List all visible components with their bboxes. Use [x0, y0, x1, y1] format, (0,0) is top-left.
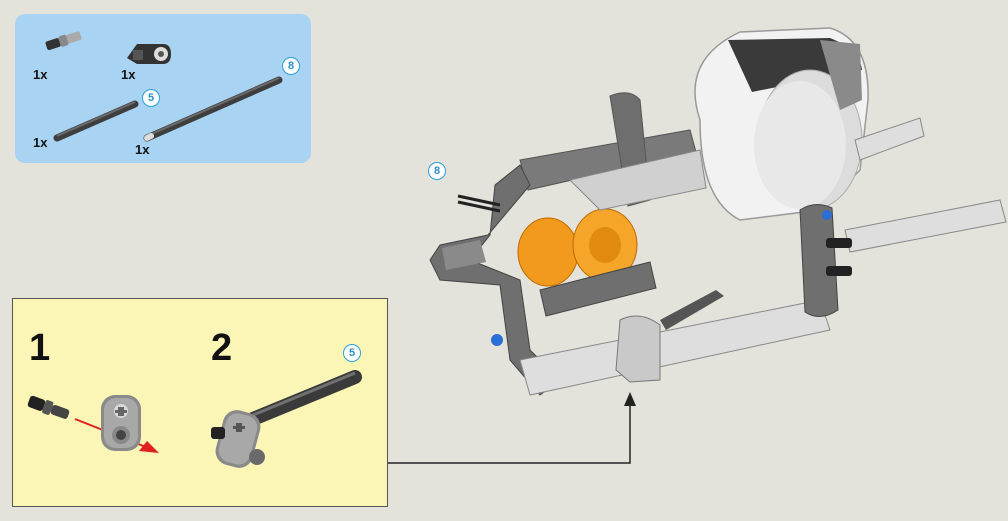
- substep-number-2: 2: [211, 327, 233, 369]
- parts-list-panel: 1x 1x 1x 1x 5 8: [15, 14, 311, 163]
- axle-length-badge-5: 5: [142, 89, 160, 107]
- beam-middle: [539, 149, 707, 317]
- axle-length-badge-8: 8: [428, 162, 446, 180]
- part-qty-axle-5: 1x: [33, 135, 48, 150]
- assembled-axle-block: [211, 370, 362, 468]
- part-qty-cross-block: 1x: [121, 67, 136, 82]
- cross-block-icon: [127, 44, 171, 64]
- part-qty-connector-peg: 1x: [33, 67, 48, 82]
- cross-block-icon: [101, 395, 141, 451]
- axle-8-icon: [457, 194, 501, 213]
- axle-length-badge-5: 5: [343, 344, 361, 362]
- connector-peg-icon: [27, 395, 70, 419]
- substep-number-1: 1: [29, 327, 51, 369]
- beam-frame-right: [799, 204, 852, 317]
- motor-assembly: [694, 27, 869, 221]
- beam-frame-bottom: [519, 290, 831, 396]
- axle-length-badge-8: 8: [282, 57, 300, 75]
- substep-callout-panel: 1 2 5: [12, 298, 388, 507]
- beam-right-long: [844, 117, 1007, 253]
- part-qty-axle-8: 1x: [135, 142, 150, 157]
- beam-frame-top: [519, 92, 697, 207]
- connector-peg-icon: [45, 31, 82, 51]
- parts-list-drawing: [45, 31, 283, 142]
- axle-5-icon: [53, 100, 139, 142]
- substep-drawing: [27, 370, 362, 468]
- callout-leader-line: [388, 402, 631, 464]
- orange-gear: [517, 208, 638, 287]
- beam-frame-left: [429, 164, 561, 396]
- axle-8-icon: [143, 76, 283, 142]
- placement-arrow: [624, 392, 636, 406]
